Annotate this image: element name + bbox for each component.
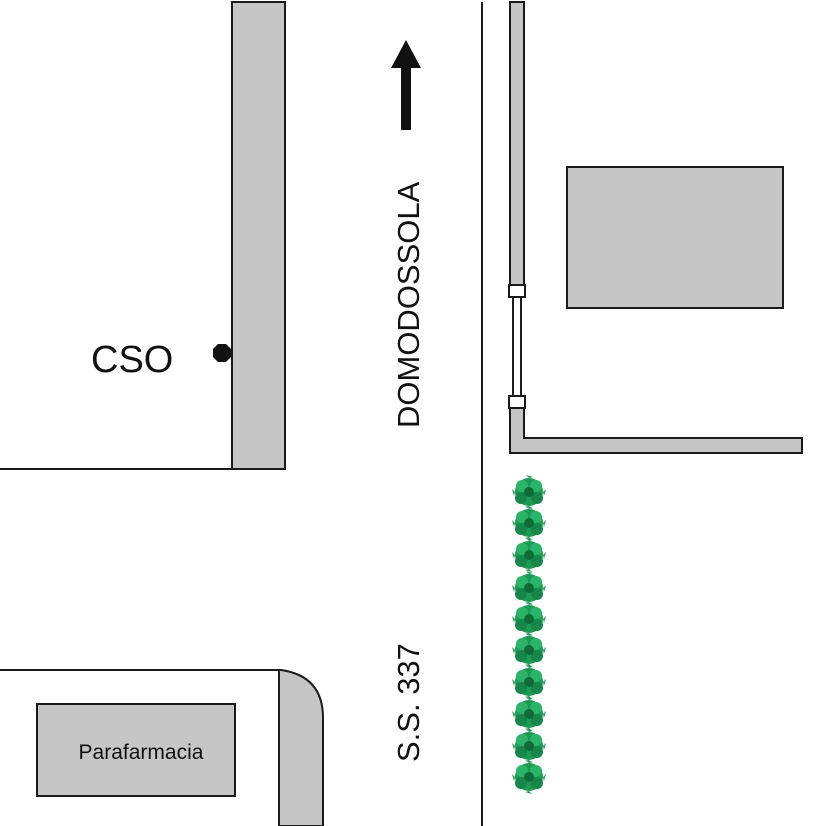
left-upper-block (0, 1, 286, 470)
tree-icon (512, 633, 546, 667)
tree-icon (512, 602, 546, 636)
destination-label: DOMODOSSOLA (391, 181, 426, 428)
wall-upper (509, 1, 525, 286)
tree-icon (512, 571, 546, 605)
tree-icon (512, 538, 546, 572)
tree-row (512, 475, 546, 794)
tree-icon (512, 506, 546, 540)
road-label: S.S. 337 (391, 643, 426, 762)
gate-opening (512, 296, 522, 397)
cso-marker-icon (213, 344, 231, 362)
parafarmacia-label: Parafarmacia (79, 741, 204, 764)
gate-post-bottom (508, 395, 526, 409)
building-corner-curved (278, 669, 324, 826)
left-lower-block: Parafarmacia (0, 669, 324, 826)
tree-icon (512, 760, 546, 794)
building-right (566, 166, 784, 309)
tree-icon (512, 665, 546, 699)
wall-lower-l (509, 407, 803, 454)
building-parafarmacia (36, 703, 236, 797)
gate-post-top (508, 284, 526, 298)
north-arrow-icon (391, 40, 421, 130)
tree-icon (512, 697, 546, 731)
tree-icon (512, 475, 546, 509)
building-left-tall (231, 1, 286, 470)
right-wall-structure (508, 1, 803, 454)
tree-icon (512, 729, 546, 763)
cso-label: CSO (91, 339, 173, 381)
